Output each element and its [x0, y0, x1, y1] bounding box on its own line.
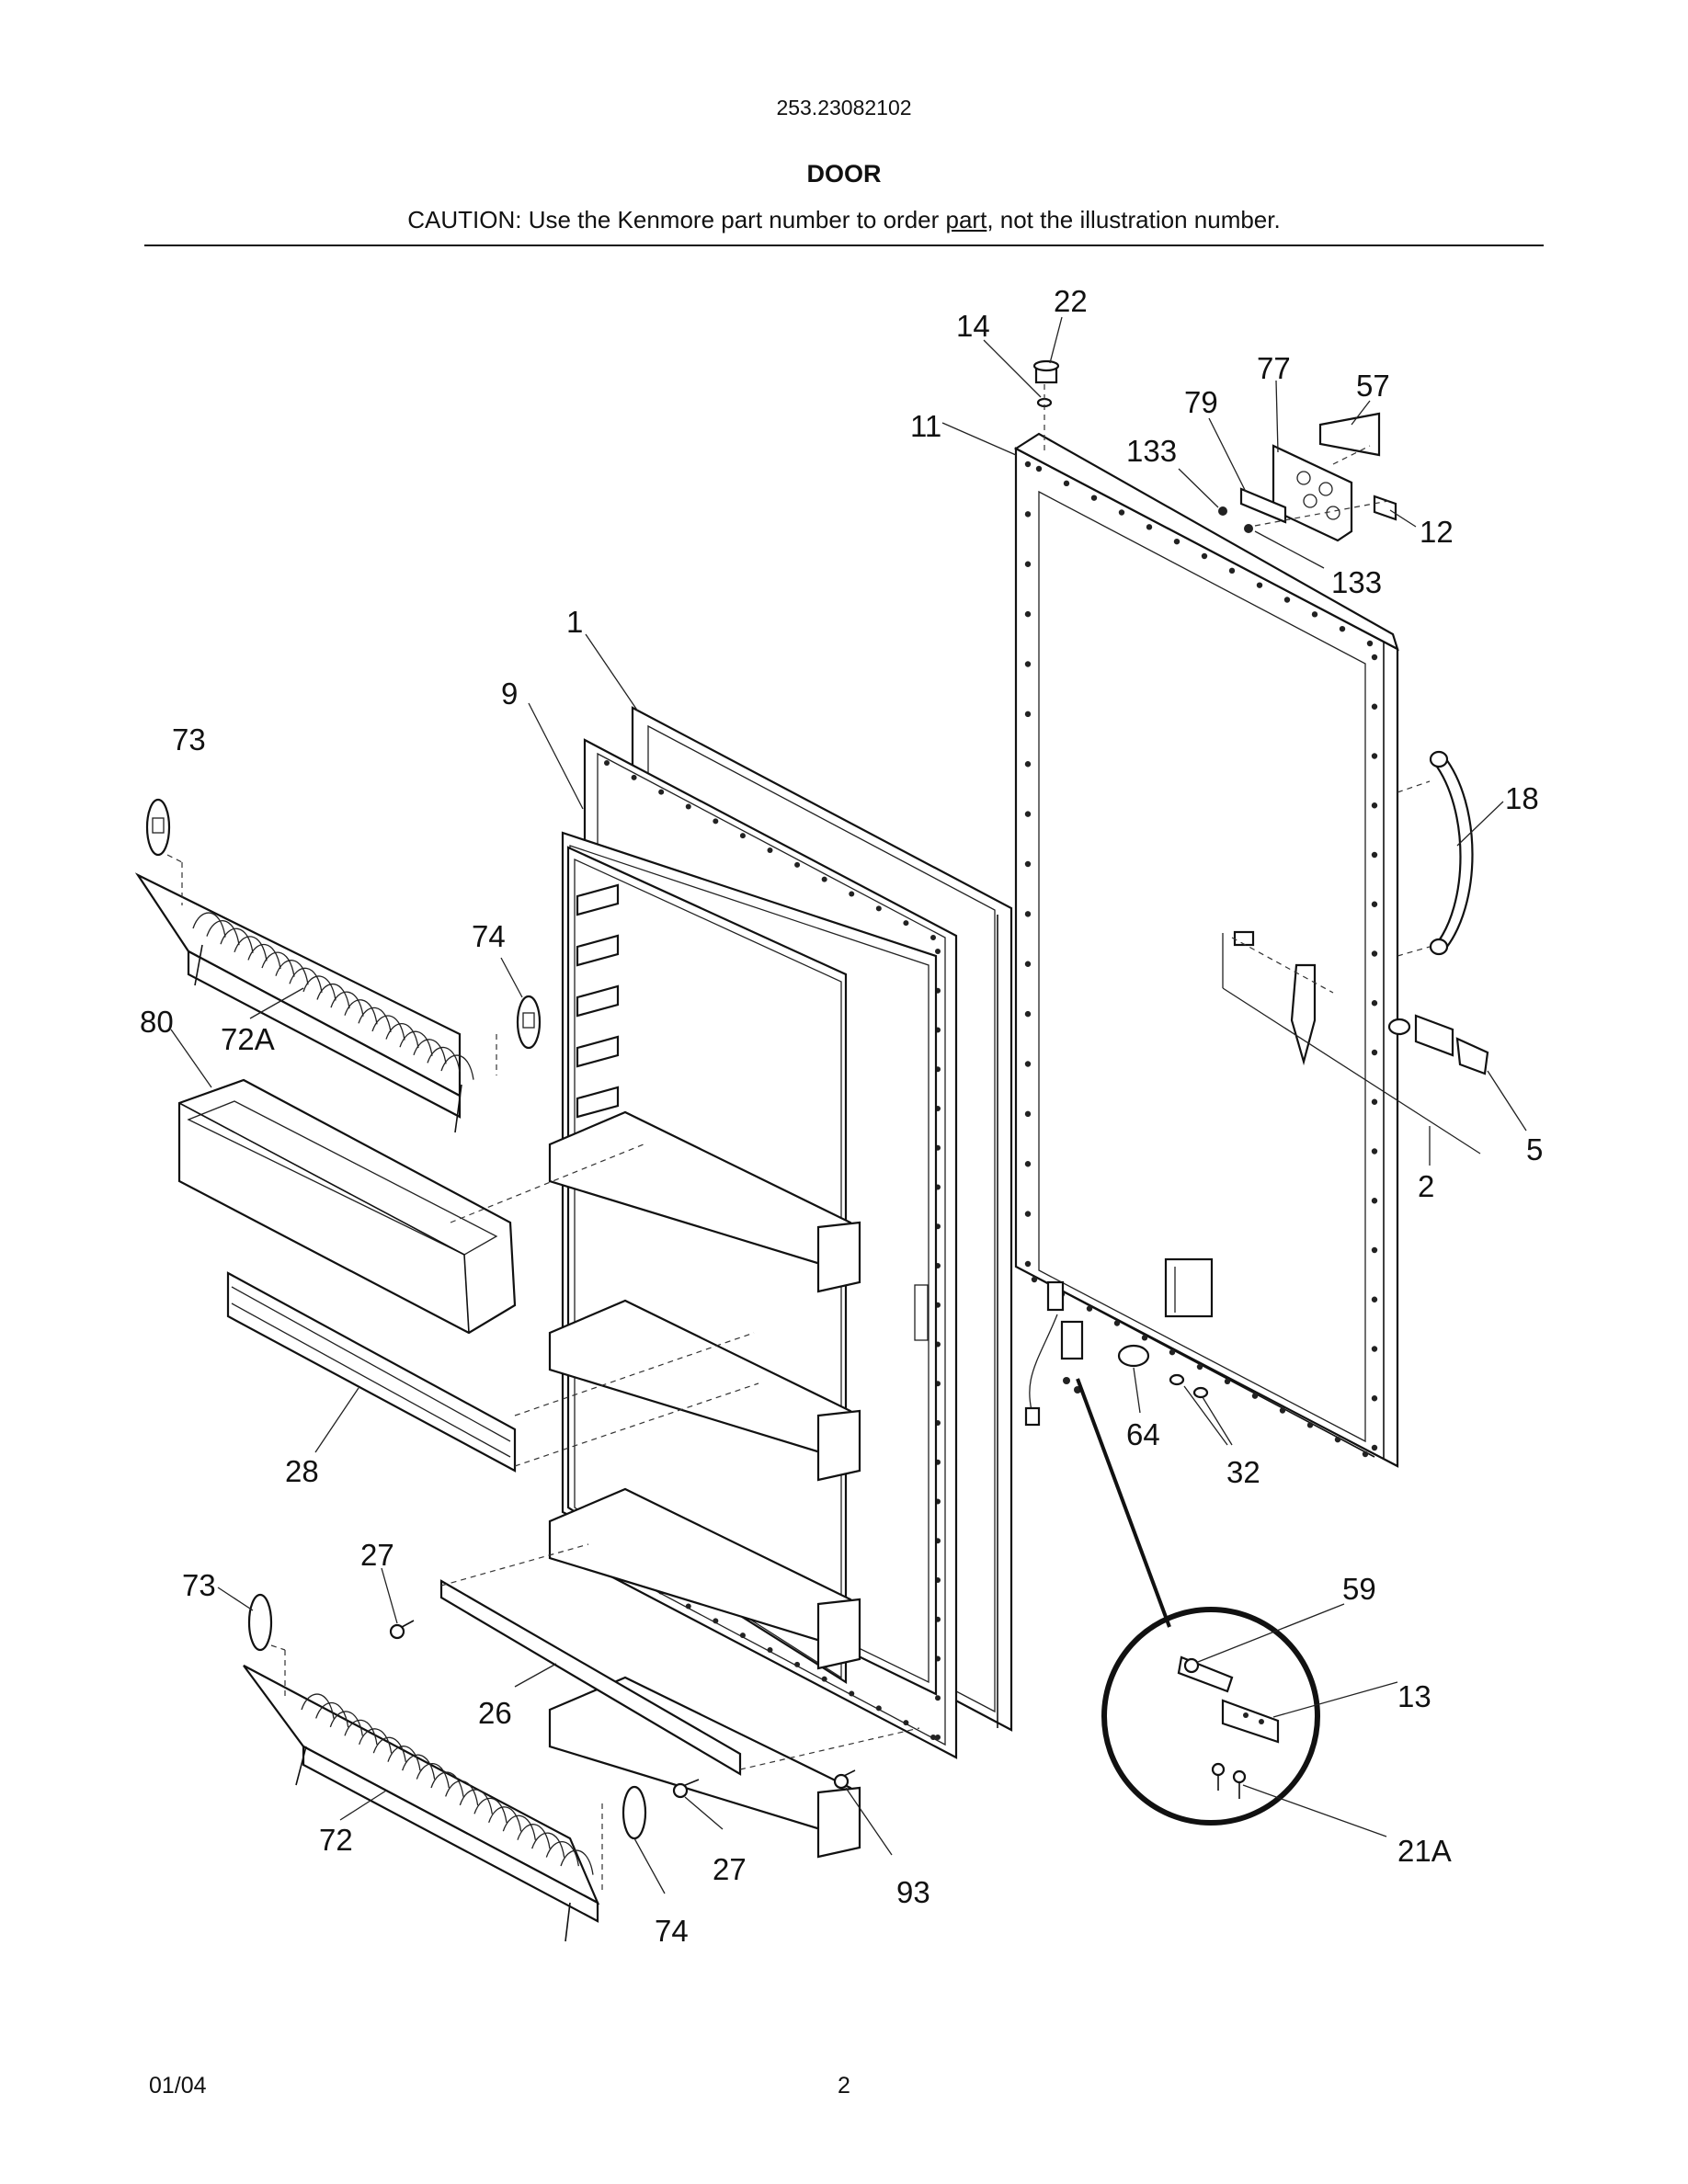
screws-21A	[1211, 1762, 1247, 1799]
hinge-pin	[1024, 1280, 1084, 1427]
callout-5: 5	[1526, 1132, 1543, 1166]
rack-end-cap-right-bottom	[622, 1785, 647, 1840]
upper-door-rack	[134, 872, 474, 1133]
rack-end-cap-right-top	[516, 995, 542, 1050]
shelf-rail	[226, 1271, 517, 1473]
callout-74-top: 74	[472, 919, 506, 953]
lower-door-rack	[243, 1665, 600, 1942]
callout-11: 11	[910, 409, 941, 443]
control-housing-77	[1272, 444, 1353, 542]
lock-bracket-2	[1233, 930, 1317, 1066]
callout-2: 2	[1418, 1169, 1434, 1203]
callout-18: 18	[1505, 781, 1539, 815]
screw-27-bottom	[672, 1779, 700, 1799]
callout-12: 12	[1420, 515, 1454, 549]
model-number: 253.23082102	[776, 96, 912, 119]
screw-133-a	[1218, 506, 1227, 516]
rack-end-cap-left-bottom	[247, 1593, 273, 1652]
plug-64	[1117, 1344, 1150, 1368]
callout-9: 9	[501, 677, 518, 711]
hinge-bracket-13	[1221, 1699, 1280, 1744]
callout-57: 57	[1356, 369, 1390, 403]
callout-27-bottom: 27	[713, 1852, 747, 1886]
page-title: DOOR	[806, 160, 882, 188]
bracket-79	[1239, 487, 1287, 524]
callout-133-top: 133	[1126, 434, 1177, 468]
hinge-plate-59	[1177, 1655, 1234, 1693]
callout-74-bottom: 74	[655, 1914, 689, 1948]
leader-lines	[170, 316, 1527, 1894]
screw-93	[833, 1769, 856, 1790]
caution-text-end: , not the illustration number.	[987, 206, 1281, 233]
callout-28: 28	[285, 1454, 319, 1488]
hinge-detail-circle	[1101, 1607, 1320, 1826]
label-57	[1318, 412, 1381, 457]
callout-73-bottom: 73	[182, 1568, 216, 1602]
screw-133-b	[1244, 524, 1253, 533]
door-bin	[177, 1078, 517, 1335]
callout-72A: 72A	[221, 1022, 275, 1056]
page-number: 2	[838, 2073, 850, 2099]
header-divider	[144, 245, 1544, 246]
callout-80: 80	[140, 1005, 174, 1039]
callout-27-top: 27	[360, 1538, 394, 1572]
washers-32	[1169, 1373, 1209, 1399]
callout-labels: 22 14 11 77 57 79 133 12 133 1 9 73 18 7…	[140, 284, 1543, 1948]
callout-22: 22	[1054, 284, 1088, 318]
callout-79: 79	[1184, 385, 1218, 419]
callout-21A: 21A	[1397, 1834, 1452, 1868]
rack-end-cap-left-top	[145, 798, 171, 857]
callout-1: 1	[566, 605, 583, 639]
caution-underlined-word: part	[945, 206, 987, 233]
callout-59: 59	[1342, 1572, 1376, 1606]
lock-barrel	[1387, 1014, 1489, 1075]
label-12	[1373, 495, 1397, 521]
trim-strip	[439, 1579, 742, 1776]
screw-27-top	[389, 1620, 415, 1640]
callout-73-top: 73	[172, 722, 206, 756]
plug-22	[1032, 359, 1060, 384]
callout-64: 64	[1126, 1417, 1160, 1451]
caution-text-start: CAUTION: Use the Kenmore part number to …	[407, 206, 946, 233]
callout-77: 77	[1257, 351, 1291, 385]
door-liner	[548, 831, 938, 1859]
callout-133-bottom: 133	[1331, 565, 1382, 599]
callout-26: 26	[478, 1696, 512, 1730]
door-handle-18	[1429, 750, 1474, 956]
callout-93: 93	[896, 1875, 930, 1909]
footer-date: 01/04	[149, 2073, 207, 2099]
outer-door-panel	[1013, 432, 1399, 1468]
callout-13: 13	[1397, 1679, 1431, 1713]
caution-note: CAUTION: Use the Kenmore part number to …	[0, 206, 1688, 234]
callout-14: 14	[956, 309, 990, 343]
callout-32: 32	[1226, 1455, 1260, 1489]
callout-72: 72	[319, 1823, 353, 1857]
